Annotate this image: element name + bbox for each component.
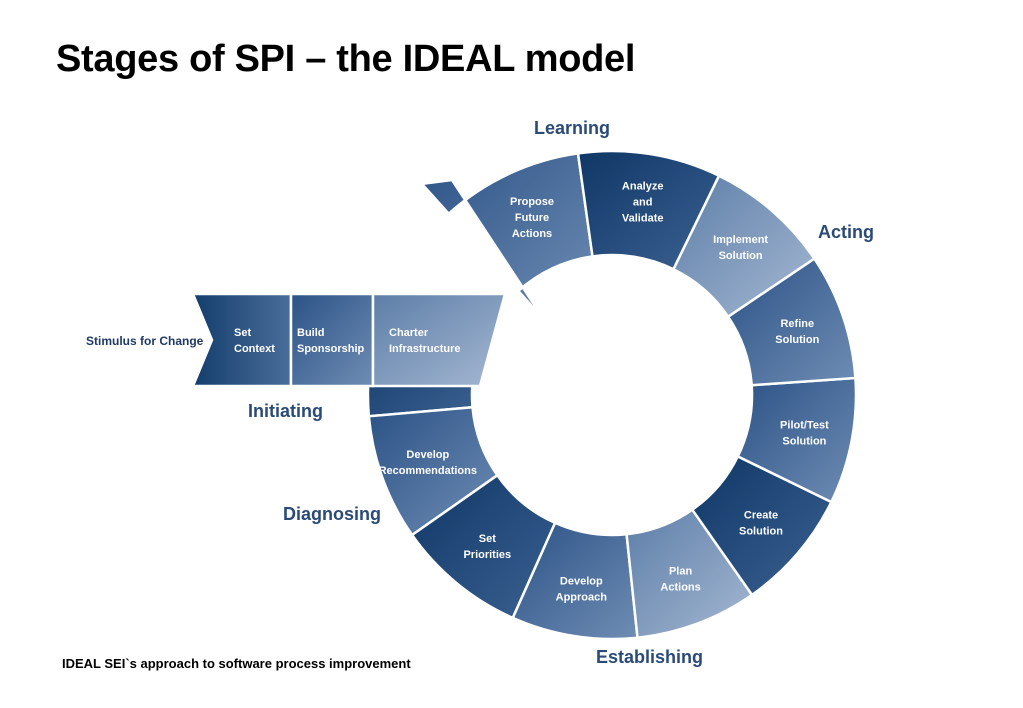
ring-step-implement-solution-label-line: Solution [719, 250, 763, 262]
page-title: Stages of SPI – the IDEAL model [56, 38, 636, 80]
ring-step-develop-recommendations-label-line: Develop [406, 449, 449, 461]
ring-step-propose-future-actions [419, 151, 594, 321]
ring-step-refine-solution-label-line: Solution [775, 334, 819, 346]
phase-label-diagnosing: Diagnosing [283, 504, 381, 524]
initiating-step-charter-infrastructure [371, 292, 507, 388]
ring-step-propose-future-actions-label-line: Actions [512, 228, 552, 240]
phase-label-learning: Learning [534, 118, 610, 138]
ring-step-develop-approach-label-line: Approach [556, 592, 608, 604]
ring-step-develop-recommendations [367, 405, 500, 537]
phase-label-acting: Acting [818, 222, 874, 242]
ring-step-refine-solution-label-line: Refine [780, 318, 814, 330]
ring-step-develop-approach [511, 521, 639, 641]
ring-step-set-priorities-label-line: Set [479, 533, 496, 545]
initiating-step-set-context-label-line: Context [234, 343, 275, 355]
ring-step-implement-solution [671, 174, 817, 319]
ring-step-pilot-test [736, 376, 858, 504]
phase-label-initiating: Initiating [248, 401, 323, 421]
initiating-step-charter-infrastructure-label-line: Infrastructure [389, 343, 461, 355]
ring-step-create-solution-label-line: Create [744, 509, 778, 521]
ring-step-set-priorities-label-line: Priorities [463, 549, 511, 561]
ring-step-develop-approach-label-line: Develop [560, 576, 603, 588]
stimulus-for-change-label: Stimulus for Change [86, 334, 204, 348]
ring-step-develop-recommendations-label-line: Recommendations [379, 465, 477, 477]
ring-step-propose-future-actions-label-line: Future [515, 212, 549, 224]
ring-step-plan-actions-label-line: Plan [669, 566, 693, 578]
initiating-step-set-context-label-line: Set [234, 327, 251, 339]
initiating-step-charter-infrastructure-label-line: Charter [389, 327, 429, 339]
initiating-step-build-sponsorship [289, 292, 375, 388]
ring-step-refine-solution [726, 256, 857, 387]
ring-step-plan-actions [625, 507, 754, 640]
ring-step-analyze-validate-label-line: Analyze [622, 180, 664, 192]
ring-step-analyze-validate-label-line: and [633, 196, 653, 208]
initiating-step-set-context [191, 292, 293, 388]
initiating-step-build-sponsorship-label-line: Build [297, 327, 325, 339]
ring-step-set-priorities [410, 473, 557, 620]
ring-step-plan-actions-label-line: Actions [660, 582, 700, 594]
ring-step-propose-future-actions-label-line: Propose [510, 196, 554, 208]
ring-step-implement-solution-label-line: Implement [713, 234, 768, 246]
ring-step-analyze-validate [576, 149, 721, 271]
initiating-step-build-sponsorship-label-line: Sponsorship [297, 343, 365, 355]
ring-step-create-solution-label-line: Solution [739, 525, 783, 537]
ring-step-create-solution [690, 454, 833, 597]
ideal-cycle-ring: CharacterizeCurrent &Desired StatesDevel… [366, 149, 858, 641]
phase-label-establishing: Establishing [596, 647, 703, 667]
figure-caption: IDEAL SEI`s approach to software process… [62, 656, 411, 671]
ring-step-analyze-validate-label-line: Validate [622, 212, 664, 224]
ring-step-pilot-test-label-line: Pilot/Test [780, 419, 829, 431]
ring-step-pilot-test-label-line: Solution [782, 435, 826, 447]
